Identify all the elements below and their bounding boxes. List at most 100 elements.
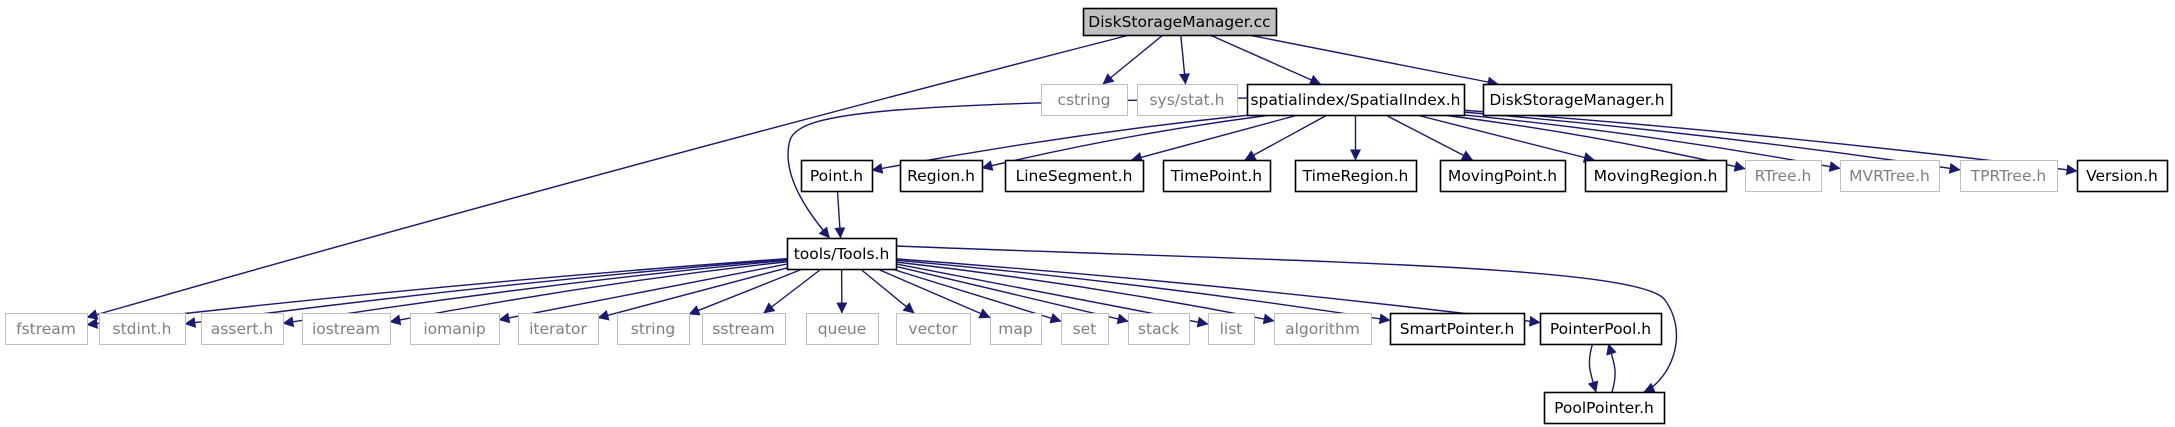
edge-tools-to-stdint [184, 258, 788, 328]
node-set: set [1061, 313, 1109, 345]
edge-tools-to-iostream [389, 261, 788, 326]
node-sysstat: sys/stat.h [1137, 84, 1238, 116]
node-label: MovingRegion.h [1594, 167, 1718, 185]
edge-tools-to-iomanip [498, 263, 788, 324]
node-label: vector [908, 320, 958, 338]
node-box [518, 313, 599, 345]
node-box [1294, 159, 1418, 193]
edge-spatialindex-to-movingpoint [1385, 114, 1474, 161]
edge-tools-to-assert [282, 259, 788, 328]
edge-tools-to-fstream [86, 257, 788, 329]
node-label: string [631, 320, 676, 338]
node-point[interactable]: Point.h [800, 159, 874, 193]
node-box [1137, 84, 1238, 116]
edge-root-to-cstring [1102, 34, 1164, 85]
node-string: string [617, 313, 690, 345]
edge-spatialindex-to-region [981, 114, 1272, 171]
node-label: queue [818, 320, 867, 338]
node-box [5, 313, 88, 345]
node-timeregion[interactable]: TimeRegion.h [1294, 159, 1418, 193]
node-version[interactable]: Version.h [2076, 159, 2169, 193]
node-label: DiskStorageManager.h [1489, 91, 1664, 109]
node-box [2076, 159, 2169, 193]
node-label: iostream [312, 320, 380, 338]
node-mvrtree: MVRTree.h [1840, 160, 1940, 192]
edge-tools-to-sstream [763, 268, 822, 314]
edge-tools-to-map [877, 268, 991, 319]
node-box [1208, 313, 1255, 345]
node-dsmh[interactable]: DiskStorageManager.h [1482, 83, 1673, 117]
node-list: list [1208, 313, 1255, 345]
node-box [1004, 159, 1145, 193]
node-box [99, 313, 186, 345]
edge-spatialindex-to-lineseg [1130, 114, 1299, 163]
edge-root-to-sysstat [1179, 34, 1190, 85]
node-box [1061, 313, 1109, 345]
node-box [1584, 159, 1728, 193]
node-box [800, 159, 874, 193]
node-box [1274, 313, 1372, 345]
edge-tools-to-pointerpool [895, 258, 1541, 327]
edge-point-to-tools [834, 190, 846, 239]
node-label: stack [1138, 320, 1179, 338]
node-spatialindex[interactable]: spatialindex/SpatialIndex.h [1246, 83, 1466, 117]
edge-root-to-spatialindex [1209, 34, 1322, 85]
node-box [1128, 313, 1190, 345]
node-box [1439, 159, 1567, 193]
node-box [1543, 391, 1666, 425]
node-label: spatialindex/SpatialIndex.h [1250, 91, 1460, 109]
node-movingregion[interactable]: MovingRegion.h [1584, 159, 1728, 193]
node-rtree: RTree.h [1745, 160, 1822, 192]
node-label: PoolPointer.h [1554, 399, 1654, 417]
node-poolpointer[interactable]: PoolPointer.h [1543, 391, 1666, 425]
node-stack: stack [1128, 313, 1190, 345]
node-label: TimeRegion.h [1302, 167, 1409, 185]
node-iomanip: iomanip [410, 313, 500, 345]
edge-root-to-fstream [86, 34, 1130, 320]
node-root[interactable]: DiskStorageManager.cc [1082, 7, 1278, 37]
node-label: stdint.h [113, 320, 172, 338]
node-label: set [1073, 320, 1097, 338]
graph-nodes: DiskStorageManager.cc cstring sys/stat.h sp… [5, 7, 2169, 425]
edge-tools-to-iterator [597, 267, 788, 321]
node-cstring: cstring [1041, 84, 1128, 116]
node-stdint: stdint.h [99, 313, 186, 345]
node-movingpoint[interactable]: MovingPoint.h [1439, 159, 1567, 193]
node-tools[interactable]: tools/Tools.h [786, 237, 898, 271]
node-pointerpool[interactable]: PointerPool.h [1539, 312, 1663, 346]
node-box [899, 159, 984, 193]
node-box [617, 313, 690, 345]
node-region[interactable]: Region.h [899, 159, 984, 193]
node-fstream: fstream [5, 313, 88, 345]
node-label: iomanip [423, 320, 485, 338]
edge-tools-to-string [688, 268, 803, 316]
edge-tools-to-poolpointer [895, 245, 1677, 393]
node-box [1389, 312, 1526, 346]
node-box [302, 313, 391, 345]
node-box [1482, 83, 1673, 117]
edge-pointerpool-to-poolpointer [1587, 343, 1599, 393]
node-label: algorithm [1285, 320, 1360, 338]
edge-poolpointer-to-pointerpool [1606, 343, 1617, 393]
node-label: MVRTree.h [1849, 167, 1930, 185]
node-map: map [990, 313, 1042, 345]
node-label: tools/Tools.h [794, 245, 890, 263]
edge-tools-to-smartpointer [895, 259, 1391, 325]
edge-tools-to-algorithm [895, 261, 1275, 325]
node-vector: vector [896, 313, 971, 345]
node-timepoint[interactable]: TimePoint.h [1162, 159, 1272, 193]
node-label: sstream [712, 320, 774, 338]
node-label: Point.h [810, 167, 863, 185]
node-label: TimePoint.h [1170, 167, 1262, 185]
node-box [1960, 160, 2058, 192]
node-label: LineSegment.h [1016, 167, 1133, 185]
node-algorithm: algorithm [1274, 313, 1372, 345]
node-box [1745, 160, 1822, 192]
node-label: map [998, 320, 1032, 338]
node-smartpointer[interactable]: SmartPointer.h [1389, 312, 1526, 346]
node-iterator: iterator [518, 313, 599, 345]
node-box [1041, 84, 1128, 116]
node-box [1162, 159, 1272, 193]
node-lineseg[interactable]: LineSegment.h [1004, 159, 1145, 193]
